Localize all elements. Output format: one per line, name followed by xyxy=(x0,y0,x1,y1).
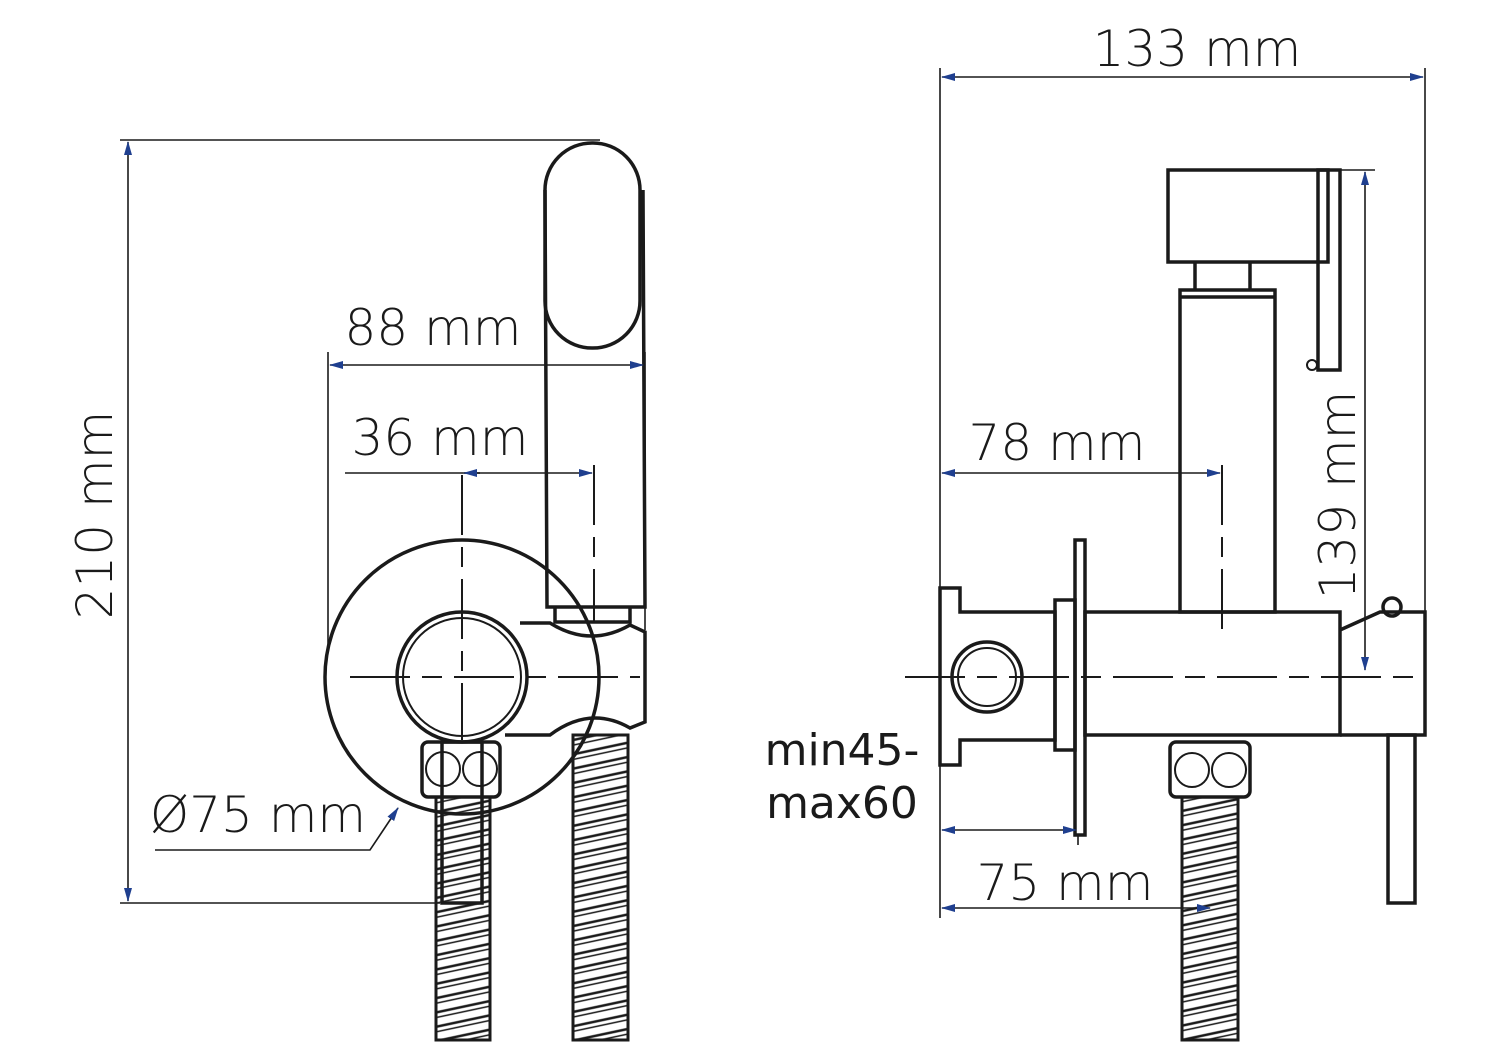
hose-right xyxy=(571,733,630,1042)
dimension-label-88: 88 mm xyxy=(345,299,522,357)
flange xyxy=(1053,598,1077,752)
side-view: 133 mm 139 mm 78 mm xyxy=(765,20,1427,1042)
dimension-label-139: 139 mm xyxy=(1309,391,1367,600)
dimension-label-36: 36 mm xyxy=(352,409,529,467)
dimension-label-210: 210 mm xyxy=(66,411,124,620)
valve-body-side xyxy=(1083,610,1342,737)
lever-rod xyxy=(1386,733,1417,905)
nut-detail xyxy=(462,751,498,787)
button-detail xyxy=(1306,359,1318,371)
lever xyxy=(440,740,484,905)
handshower-handle xyxy=(543,189,647,609)
handshower-head xyxy=(543,141,642,350)
handshower-button xyxy=(1316,168,1342,372)
dimension-label-max: max60 xyxy=(766,778,918,829)
dimension-label-133: 133 mm xyxy=(1093,20,1302,78)
leader-line-diameter xyxy=(155,807,399,851)
holder-body xyxy=(505,621,647,737)
lever-housing xyxy=(1339,610,1427,737)
hose-side xyxy=(1180,795,1240,1042)
hose-nut xyxy=(420,740,502,799)
hose-nut-side xyxy=(1168,740,1252,799)
handshower-collar xyxy=(553,607,632,624)
handshower-neck xyxy=(1193,262,1252,290)
dimension-label-75: 75 mm xyxy=(977,854,1154,912)
dimension-label-diameter: Ø75 mm xyxy=(150,786,366,844)
dimension-label-78: 78 mm xyxy=(969,414,1146,472)
dimension-label-min: min45- xyxy=(765,725,920,776)
lever-screw xyxy=(1381,596,1403,618)
wall-fitting xyxy=(938,586,1057,767)
handshower-handle-side xyxy=(1178,288,1277,614)
nut-detail xyxy=(1174,752,1210,788)
front-view: 210 mm 88 mm 36 mm Ø75 mm xyxy=(66,139,647,1042)
nut-detail xyxy=(1211,752,1247,788)
handshower-head-side xyxy=(1166,168,1330,264)
